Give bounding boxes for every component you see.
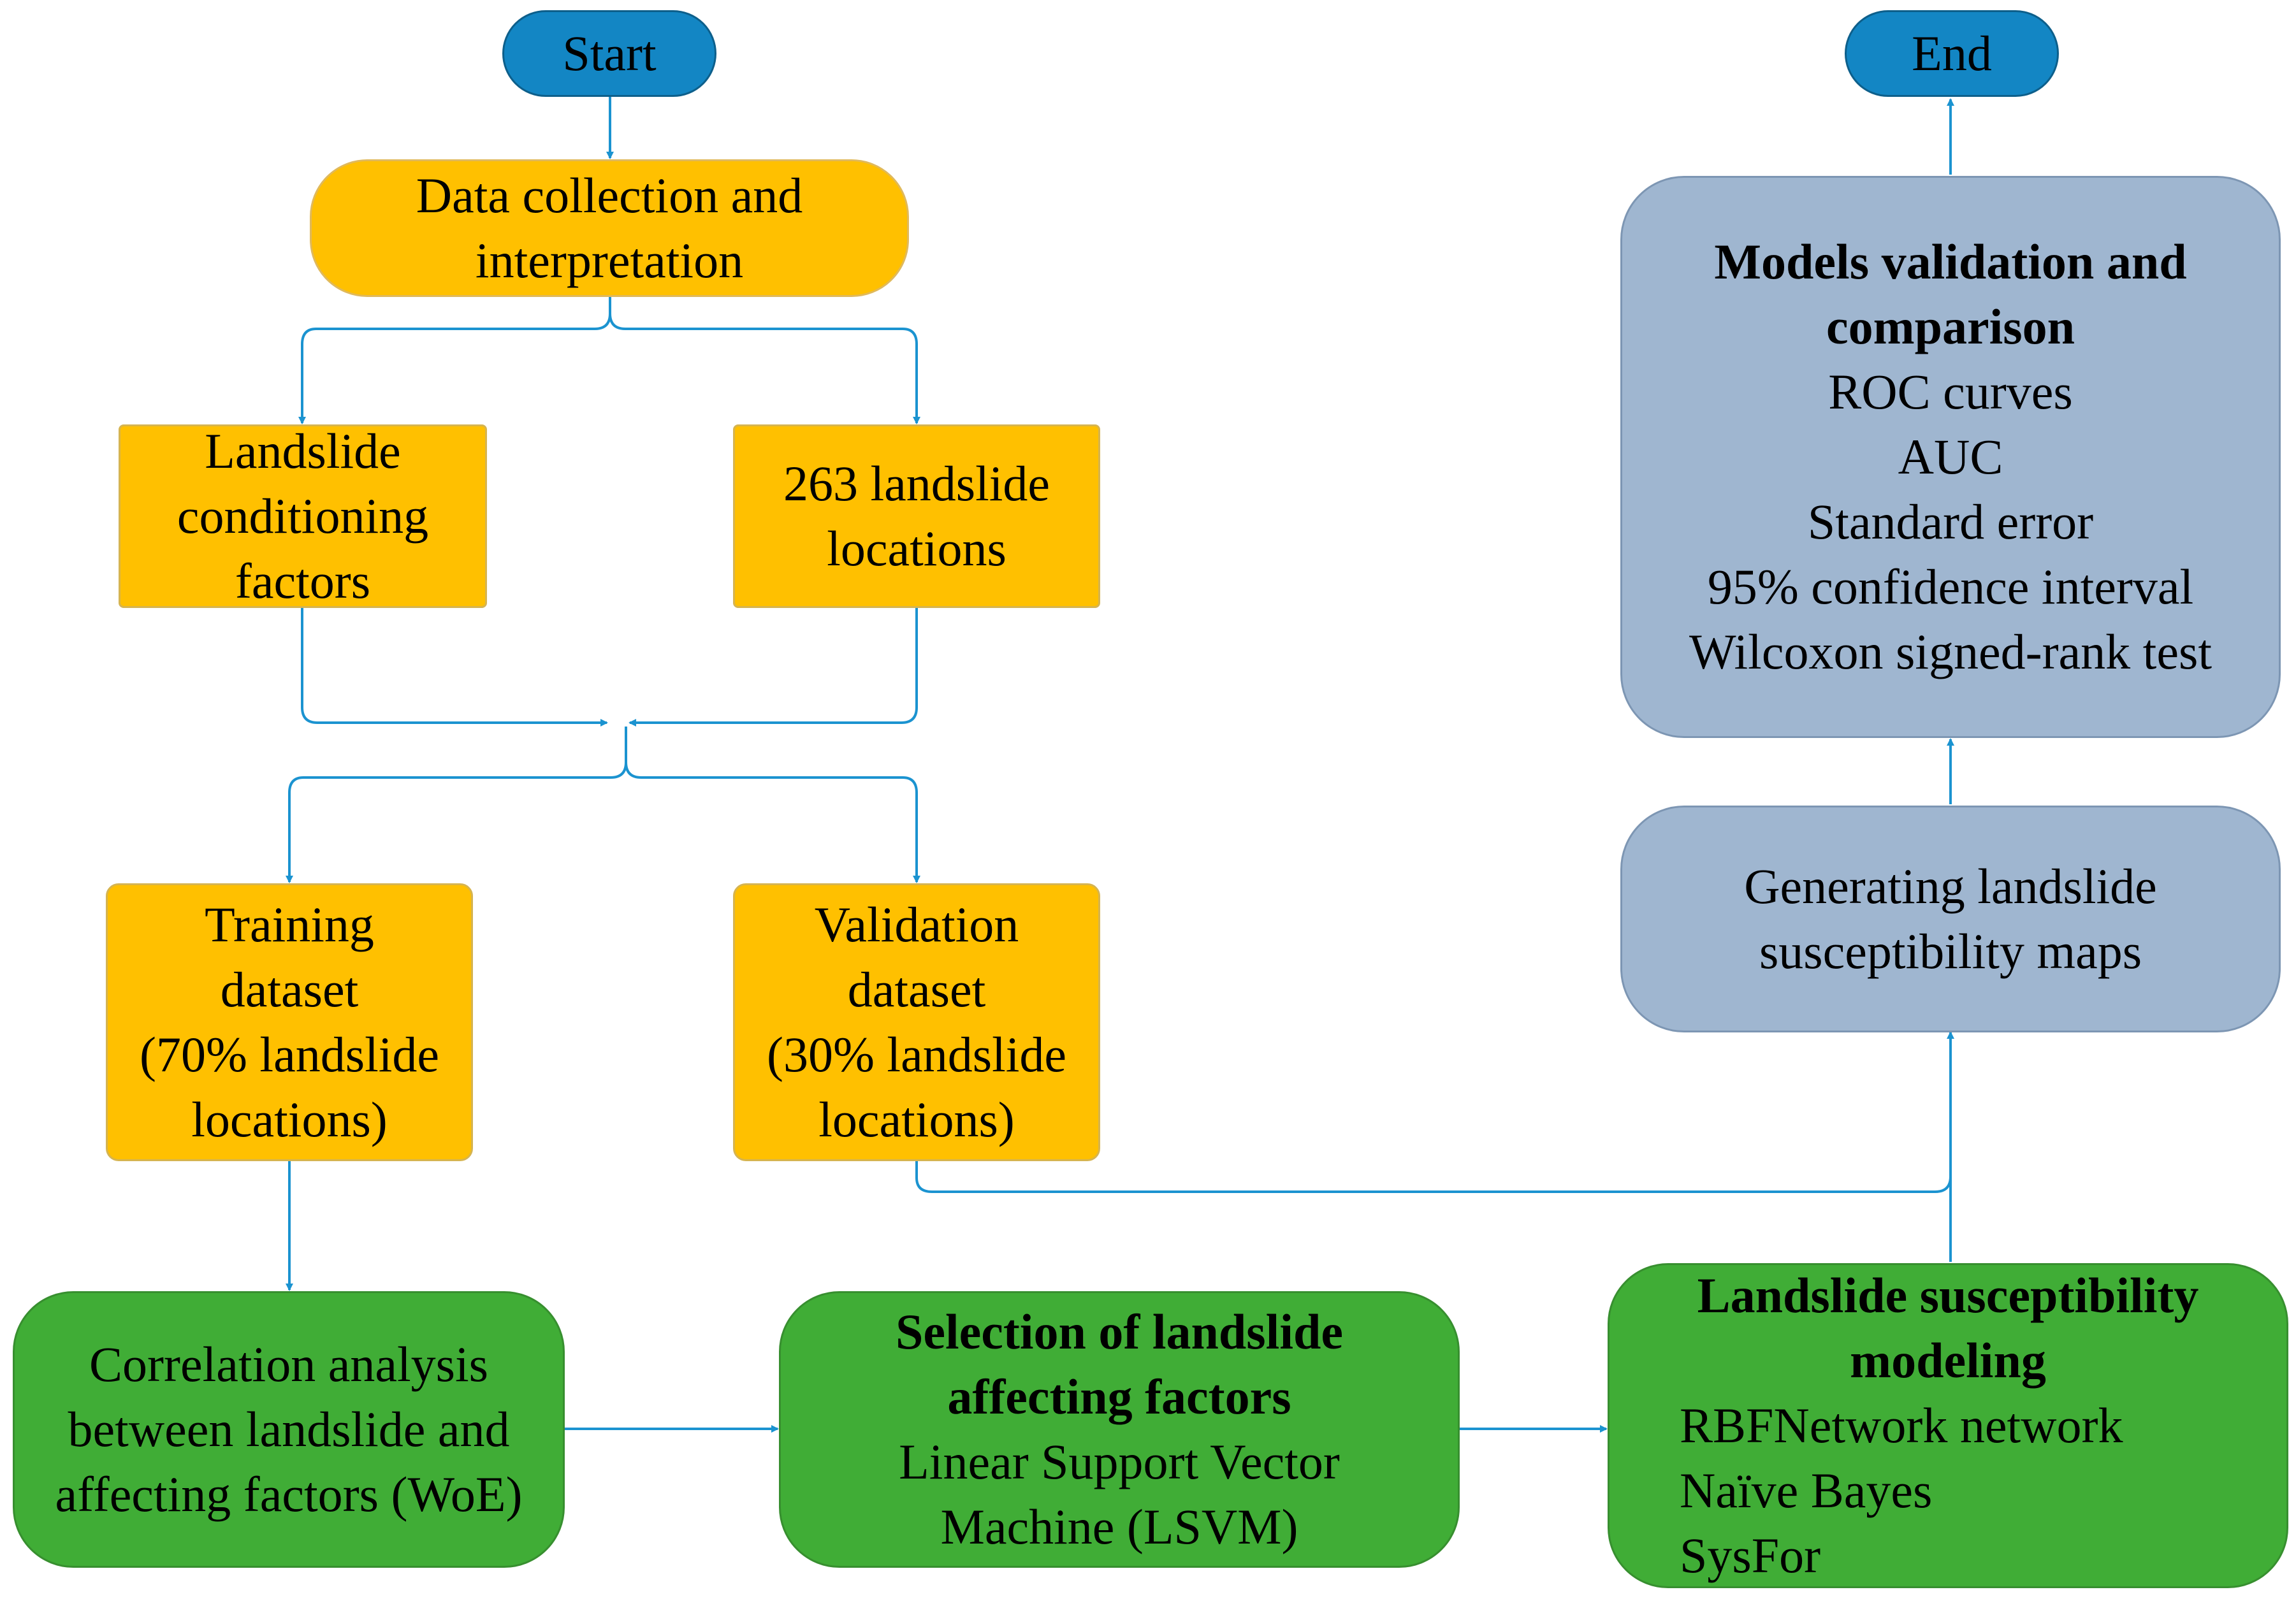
conditioning-factors-node: Landslide conditioning factors <box>119 423 487 609</box>
modeling-title-line-1: Landslide susceptibility <box>1697 1268 2199 1323</box>
models-validation-title-line-2: comparison <box>1826 299 2075 354</box>
models-validation-title-line-1: Models validation and <box>1714 234 2187 289</box>
training-dataset-line-2: dataset <box>220 962 359 1017</box>
start-label: Start <box>562 25 657 81</box>
arrow-data-collection-to-conditioning-factors <box>298 297 611 424</box>
modeling-item-sysfor: SysFor <box>1680 1528 1821 1583</box>
training-dataset-line-4: locations) <box>191 1092 388 1147</box>
data-collection-line-1: Data collection and <box>416 168 803 223</box>
validation-item-wilcoxon-test: Wilcoxon signed-rank test <box>1689 624 2212 679</box>
arrow-split-to-training-dataset <box>286 727 627 883</box>
end-label: End <box>1912 25 1992 81</box>
correlation-analysis-line-2: between landslide and <box>68 1401 510 1457</box>
conditioning-factors-line-2: conditioning <box>177 488 429 544</box>
correlation-analysis-node: Correlation analysis between landslide a… <box>13 1291 565 1568</box>
selection-factors-title-line-2: affecting factors <box>947 1369 1291 1424</box>
data-collection-line-2: interpretation <box>475 233 744 288</box>
selection-factors-title-line-1: Selection of landslide <box>895 1304 1344 1359</box>
selection-factors-node: Selection of landslide affecting factors… <box>779 1291 1460 1568</box>
validation-dataset-line-4: locations) <box>818 1092 1015 1147</box>
training-dataset-line-3: (70% landslide <box>139 1027 440 1082</box>
arrow-data-collection-to-landslide-locations <box>609 313 920 424</box>
models-validation-node: Models validation and comparison ROC cur… <box>1620 176 2281 738</box>
validation-dataset-node: Validation dataset (30% landslide locati… <box>733 883 1100 1161</box>
conditioning-factors-line-3: factors <box>235 553 371 609</box>
susceptibility-modeling-node: Landslide susceptibility modeling RBFNet… <box>1608 1263 2288 1588</box>
training-dataset-line-1: Training <box>205 897 374 952</box>
data-collection-node: Data collection and interpretation <box>310 159 909 297</box>
correlation-analysis-line-1: Correlation analysis <box>89 1336 489 1392</box>
landslide-locations-node: 263 landslide locations <box>733 424 1100 608</box>
generating-maps-node: Generating landslide susceptibility maps <box>1620 806 2281 1032</box>
conditioning-factors-line-1: Landslide <box>205 423 401 479</box>
validation-item-confidence-interval: 95% confidence interval <box>1707 559 2194 614</box>
validation-dataset-line-3: (30% landslide <box>766 1027 1067 1082</box>
selection-factors-line-2: Machine (LSVM) <box>940 1499 1298 1554</box>
validation-item-auc: AUC <box>1898 429 2003 484</box>
arrow-conditioning-factors-to-split <box>301 607 608 727</box>
generating-maps-line-2: susceptibility maps <box>1759 923 2142 979</box>
modeling-title-line-2: modeling <box>1850 1333 2046 1388</box>
arrow-validation-dataset-to-generating-maps <box>915 1160 1952 1193</box>
training-dataset-node: Training dataset (70% landslide location… <box>106 883 473 1161</box>
validation-dataset-line-2: dataset <box>847 962 986 1017</box>
landslide-locations-line-1: 263 landslide <box>783 456 1050 511</box>
selection-factors-line-1: Linear Support Vector <box>899 1434 1340 1489</box>
arrow-landslide-locations-to-split <box>628 607 918 727</box>
start-node: Start <box>502 10 716 97</box>
arrow-split-to-validation-dataset <box>625 762 920 883</box>
modeling-item-rbfnetwork: RBFNetwork network <box>1680 1398 2123 1453</box>
end-node: End <box>1845 10 2059 97</box>
correlation-analysis-line-3: affecting factors (WoE) <box>55 1466 523 1522</box>
validation-dataset-line-1: Validation <box>814 897 1019 952</box>
landslide-locations-line-2: locations <box>827 521 1006 576</box>
generating-maps-line-1: Generating landslide <box>1744 858 2157 914</box>
modeling-item-naive-bayes: Naïve Bayes <box>1680 1463 1933 1518</box>
validation-item-standard-error: Standard error <box>1807 494 2094 549</box>
validation-item-roc-curves: ROC curves <box>1828 364 2073 419</box>
